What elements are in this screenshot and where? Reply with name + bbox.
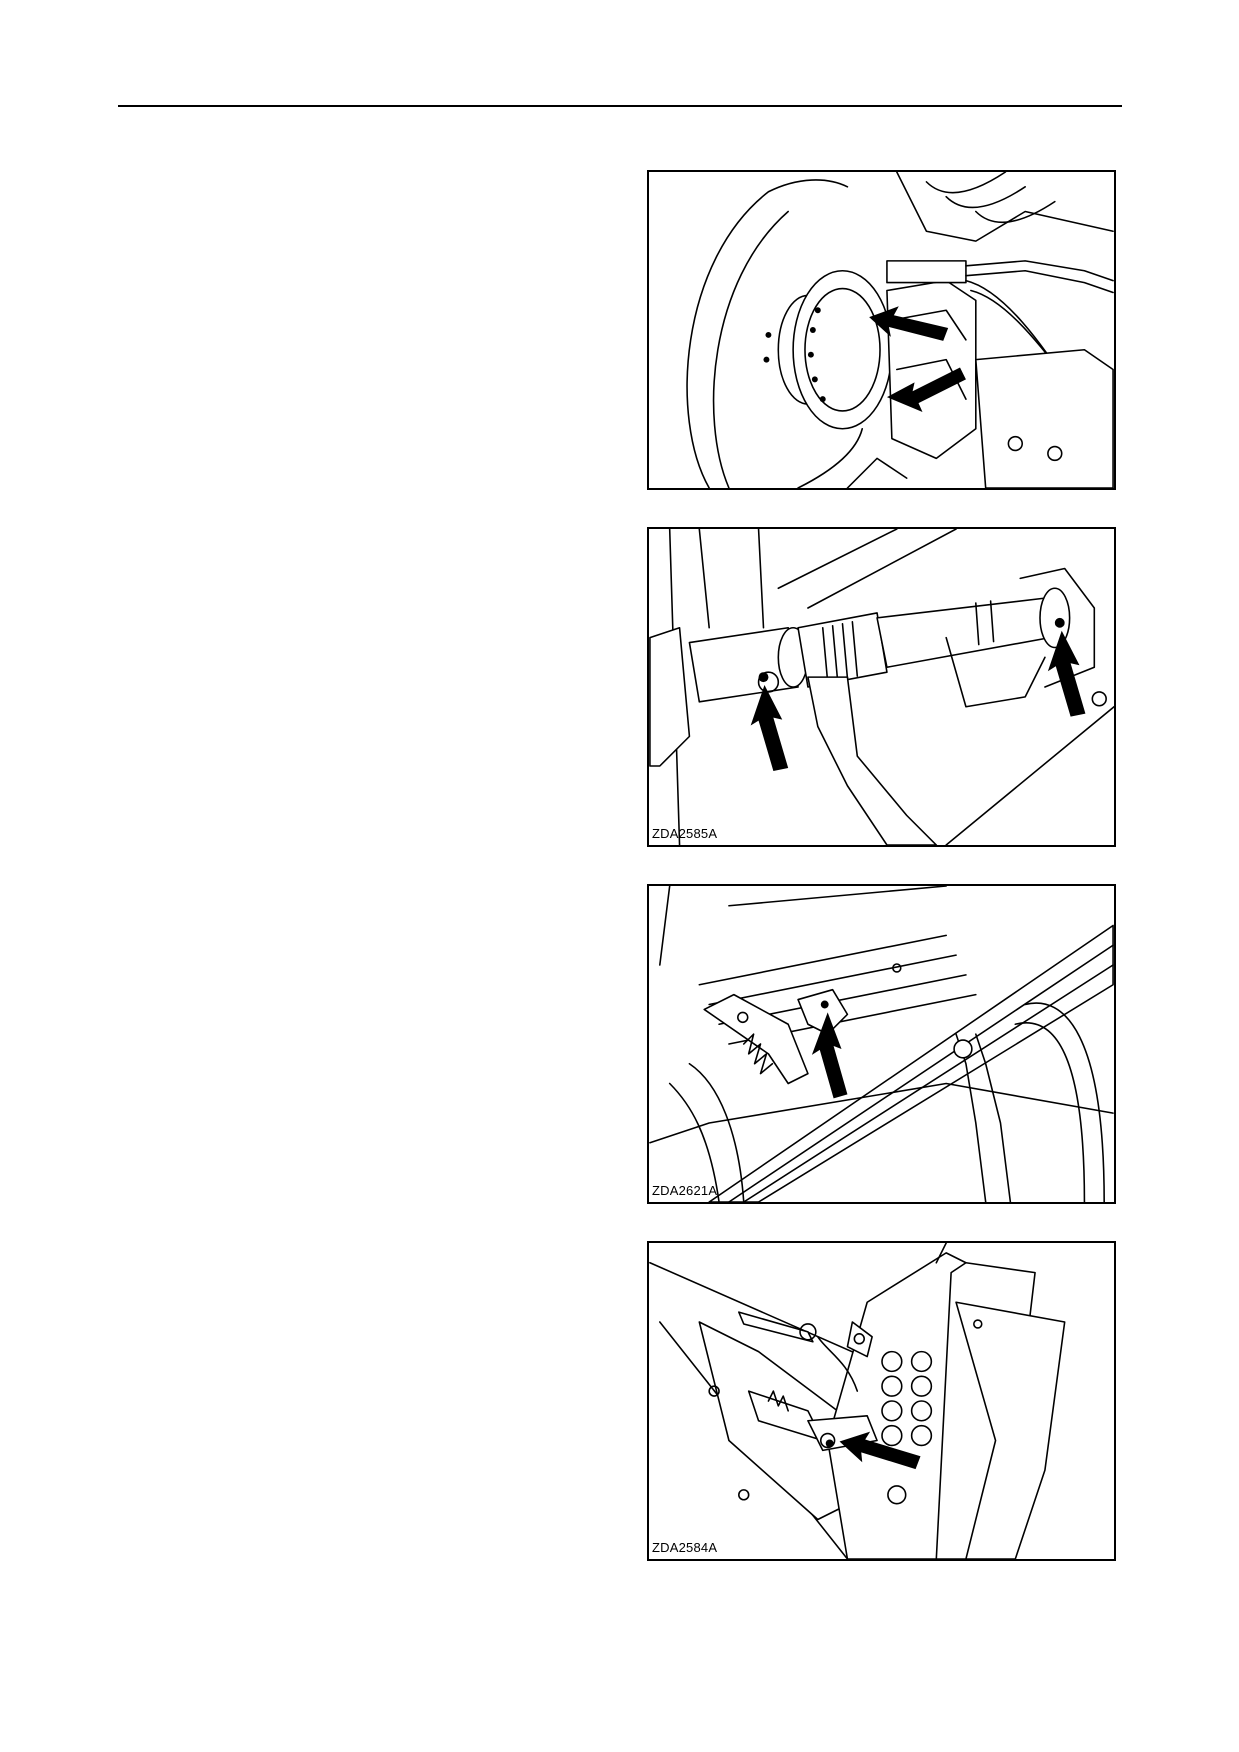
arrow-indicator-icon xyxy=(869,306,949,341)
arrow-indicator-icon xyxy=(886,367,966,412)
figure-spring-linkage: ZDA2621A xyxy=(647,884,1116,1204)
figure-label: ZDA2584A xyxy=(652,1540,718,1555)
arrow-indicator-icon xyxy=(1047,630,1086,717)
figure-hydraulic-couplers: ZDA2584A xyxy=(647,1241,1116,1561)
figure-wheel-hub xyxy=(647,170,1116,490)
arrow-indicator-icon xyxy=(811,1012,848,1099)
arrow-indicator-icon xyxy=(750,685,789,771)
header-rule xyxy=(118,105,1122,107)
wheel-hub-illustration xyxy=(686,172,1114,488)
hydraulic-couplers-illustration xyxy=(649,1243,1066,1559)
drive-shaft-illustration xyxy=(649,529,1114,845)
figure-label: ZDA2621A xyxy=(652,1183,718,1198)
arrow-indicator-icon xyxy=(839,1431,921,1470)
figure-label: ZDA2585A xyxy=(652,826,718,841)
spring-linkage-illustration xyxy=(649,886,1114,1202)
figure-drive-shaft: ZDA2585A xyxy=(647,527,1116,847)
